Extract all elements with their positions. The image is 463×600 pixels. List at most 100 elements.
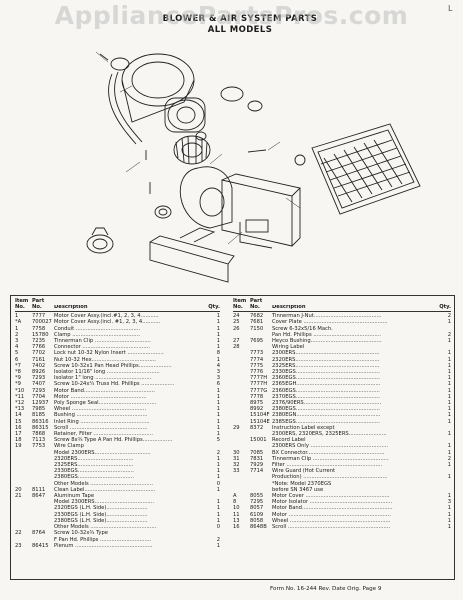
quantity: 1 — [216, 505, 220, 512]
table-row: 2330EGS.................................… — [15, 468, 220, 474]
item-number: 2 — [15, 331, 19, 338]
inlet-ring-drawing — [86, 227, 114, 254]
quantity: 1 — [447, 350, 451, 357]
quantity: 1 — [447, 474, 451, 481]
quantity: 3 — [447, 499, 451, 506]
quantity: 1 — [216, 486, 220, 493]
item-number: 14 — [15, 412, 22, 419]
header-qty: Qty. — [208, 303, 220, 310]
motor-drawing — [164, 86, 263, 133]
item-number: 25 — [233, 319, 240, 326]
item-number: 17 — [15, 431, 22, 438]
part-number: 7985 — [32, 406, 46, 413]
part-number: 8975 — [250, 400, 264, 407]
corner-mark: L — [448, 4, 453, 13]
part-description: 2330EGS.................................… — [54, 468, 134, 475]
quantity: 1 — [216, 455, 220, 462]
item-number: *9 — [15, 381, 21, 388]
part-description: 2360EGS.................................… — [272, 387, 380, 394]
quantity: 1 — [216, 474, 220, 481]
part-number: 7150 — [250, 325, 264, 332]
part-description: Motor ..................................… — [54, 393, 147, 400]
quantity: 1 — [447, 462, 451, 469]
quantity: 1 — [447, 375, 451, 382]
table-row: 2300ERS, 2320ERS, 2325ERS...............… — [233, 431, 451, 437]
conduit-drawing — [108, 71, 143, 145]
part-number: 15104F — [250, 412, 270, 419]
part-number: 8764 — [32, 530, 46, 537]
quantity: 3 — [216, 375, 220, 382]
quantity: 1 — [447, 505, 451, 512]
item-number: 18 — [15, 437, 22, 444]
quantity: 0 — [216, 480, 220, 487]
header-qty: Qty. — [439, 303, 451, 310]
item-number: 3 — [15, 338, 19, 344]
part-description: Motor Cover Assy.(incl.#1, 2, 3, 4......… — [54, 313, 159, 320]
item-number: 5 — [15, 350, 19, 357]
part-description: Filter .................................… — [272, 462, 383, 469]
header-description: Description — [54, 304, 88, 310]
part-description: Model 2300ERS...........................… — [54, 499, 154, 506]
part-description: Nut 10-32 Hex...........................… — [54, 356, 156, 363]
item-number: 21 — [15, 493, 22, 500]
part-description: 2300ERS Only ...........................… — [272, 443, 389, 450]
quantity: 4 — [216, 362, 220, 369]
table-header: Item No. Part No. Description Qty. — [15, 298, 220, 313]
quantity: 1 — [216, 462, 220, 469]
part-number: 700027 — [32, 319, 52, 326]
document-title: BLOWER & AIR SYSTEM PARTS ALL MODELS — [135, 14, 345, 36]
part-number: 7695 — [250, 338, 264, 344]
part-number: 15780 — [32, 331, 49, 338]
quantity: 1 — [216, 387, 220, 394]
part-number: 7704 — [32, 393, 46, 400]
quantity: 1 — [447, 449, 451, 456]
part-description: 2320EGS (L.H. Side).....................… — [54, 505, 148, 512]
item-number: 16 — [233, 524, 240, 531]
quantity: 1 — [447, 511, 451, 518]
quantity: 5 — [216, 437, 220, 444]
part-number: 7753 — [32, 443, 46, 450]
quantity: 1 — [216, 511, 220, 518]
part-description: Screw 10-24x¼ Truss Hd. Phillips .......… — [54, 381, 175, 388]
part-number: 7402 — [32, 362, 46, 369]
table-row: 2300ERS Only ...........................… — [233, 443, 451, 449]
item-number: 23 — [15, 542, 22, 549]
part-number: 7775 — [250, 362, 264, 369]
item-number: 11 — [233, 511, 240, 518]
part-description: Poly Sponge Seal........................… — [54, 400, 157, 407]
quantity: 1 — [216, 542, 220, 549]
quantity: 2 — [216, 449, 220, 456]
part-number: 7085 — [250, 449, 264, 456]
part-description: Screw 10-32x1 Pan Head Phillips.........… — [54, 362, 172, 369]
table-header: Item No. Part No. Description Qty. — [233, 298, 451, 313]
part-description: Isolator 1" long .......................… — [54, 375, 152, 382]
part-description: Aluminum Tape — [54, 493, 95, 500]
quantity: 1 — [216, 331, 220, 338]
quantity: 3 — [216, 369, 220, 376]
table-row: before SN 3467 use — [233, 487, 451, 493]
part-description: Motor Cover ............................… — [272, 493, 390, 500]
part-description: before SN 3467 use — [272, 486, 324, 493]
part-description: Plenum .................................… — [54, 542, 153, 549]
part-description: 2360EGS.................................… — [272, 375, 380, 382]
item-number: 19 — [15, 443, 22, 450]
blower-wheel-drawing — [173, 135, 211, 165]
quantity: 1 — [216, 393, 220, 400]
part-description: Heyco Bushing...........................… — [272, 338, 382, 344]
quantity: 8 — [216, 350, 220, 357]
table-row: 2320EGS (L.H. Side).....................… — [15, 505, 220, 511]
